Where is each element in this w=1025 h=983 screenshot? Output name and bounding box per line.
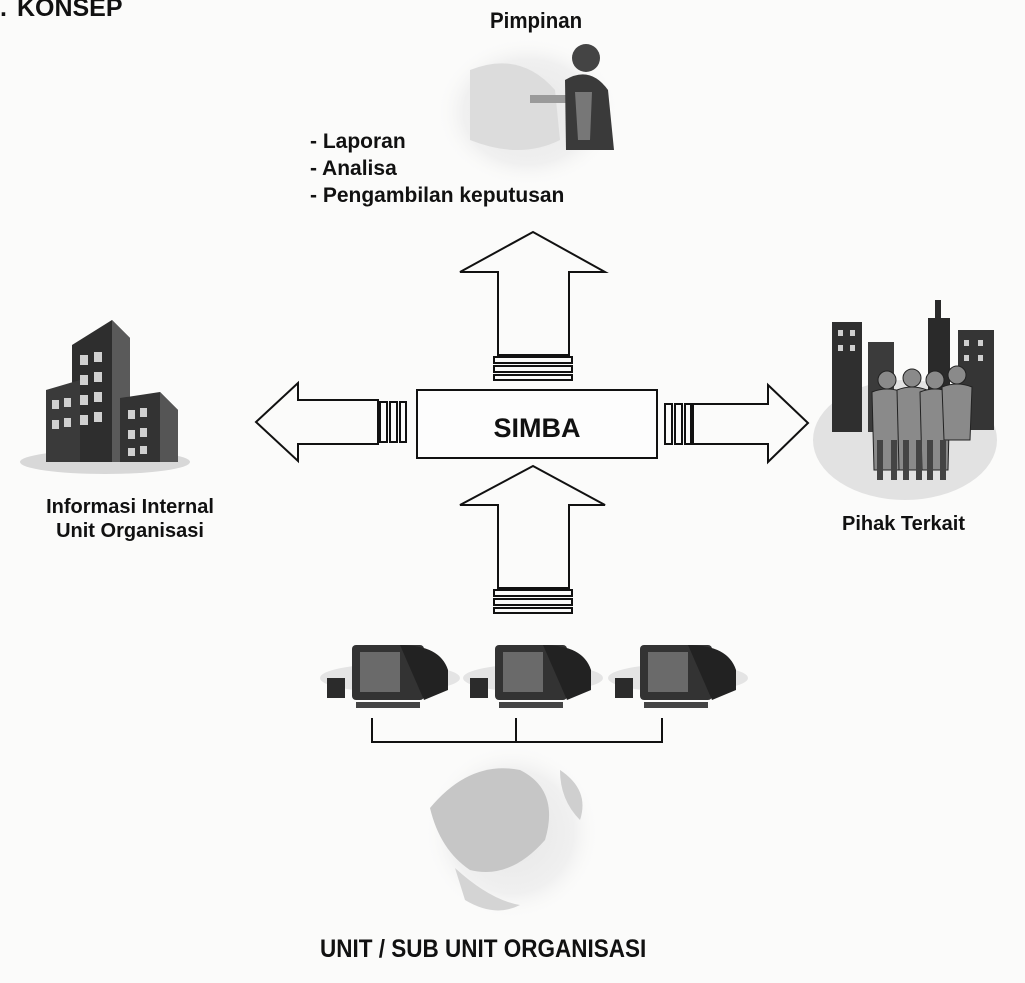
heading-bullet: .	[0, 0, 7, 22]
globe-icon	[424, 744, 600, 920]
top-item-analisa: - Analisa	[310, 157, 397, 180]
simba-box	[416, 389, 658, 459]
simba-label: SIMBA	[493, 413, 581, 443]
desktop-computer-icon	[463, 645, 603, 708]
arrow-right-to-related-parties	[664, 382, 810, 465]
pimpinan-label: Pimpinan	[490, 8, 583, 33]
top-items-list: - Laporan - Analisa - Pengambilan keputu…	[310, 128, 564, 209]
desktop-computer-icon	[320, 645, 460, 708]
internal-info-line-2: Unit Organisasi	[56, 520, 204, 542]
unit-organization-label: UNIT / SUB UNIT ORGANISASI	[320, 935, 647, 963]
arrow-up-to-top	[459, 230, 609, 381]
arrow-up-from-units	[459, 464, 606, 614]
network-bracket	[371, 718, 663, 743]
top-item-laporan: - Laporan	[310, 130, 406, 153]
people-group-city-icon	[813, 300, 997, 500]
desktop-computer-icon	[608, 645, 748, 708]
manager-at-desk-icon	[436, 37, 620, 187]
related-parties-label: Pihak Terkait	[842, 513, 966, 535]
internal-info-label: Informasi Internal Unit Organisasi	[14, 495, 246, 543]
arrow-left-to-internal	[254, 380, 407, 464]
top-item-pengambilan-keputusan: - Pengambilan keputusan	[310, 184, 565, 207]
page-heading: .KONSEP	[0, 0, 123, 23]
internal-info-line-1: Informasi Internal	[46, 496, 214, 518]
office-buildings-icon	[20, 320, 190, 474]
